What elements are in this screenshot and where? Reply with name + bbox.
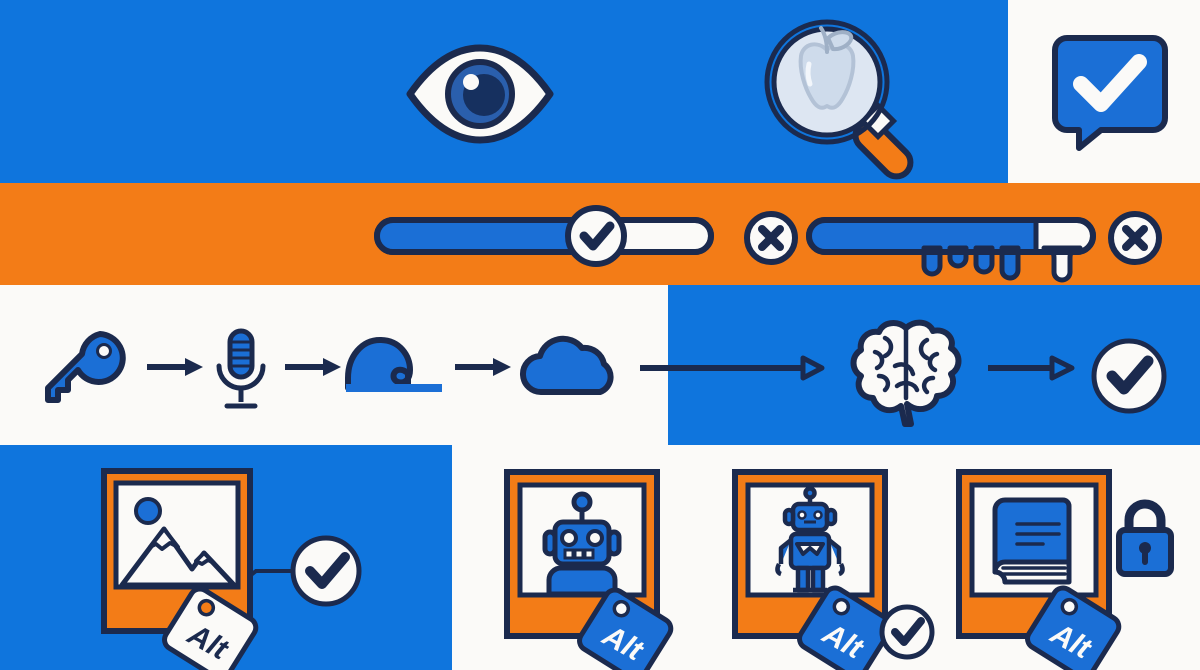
close-circle-icon-left[interactable] [743, 210, 799, 266]
robot-full-card[interactable]: Alt [731, 468, 941, 670]
microphone-icon [213, 328, 269, 412]
wave-icon [344, 336, 444, 396]
key-icon [44, 330, 130, 406]
landscape-image-card[interactable]: Alt [100, 467, 362, 670]
lock-icon [1116, 499, 1174, 577]
arrow-key-to-microphone [147, 357, 203, 377]
arrow-microphone-to-wave [285, 357, 341, 377]
perception-band [0, 0, 1200, 183]
magnifier-apple-icon [761, 18, 939, 180]
degraded-progress-bar[interactable] [806, 208, 1096, 283]
arrow-cloud-to-brain [640, 355, 825, 381]
arrow-wave-to-cloud [455, 357, 511, 377]
check-circle-icon-pipeline [1090, 337, 1168, 415]
cloud-icon [519, 335, 620, 396]
book-card[interactable]: Alt [955, 468, 1174, 670]
arrow-brain-to-check [988, 355, 1075, 381]
brain-icon [845, 318, 967, 434]
robot-bust-card[interactable]: Alt [503, 468, 707, 670]
eye-icon [404, 42, 556, 146]
close-circle-icon-right[interactable] [1107, 210, 1163, 266]
verified-progress-slider[interactable] [374, 205, 714, 267]
speech-bubble-check-icon[interactable] [1052, 32, 1168, 151]
